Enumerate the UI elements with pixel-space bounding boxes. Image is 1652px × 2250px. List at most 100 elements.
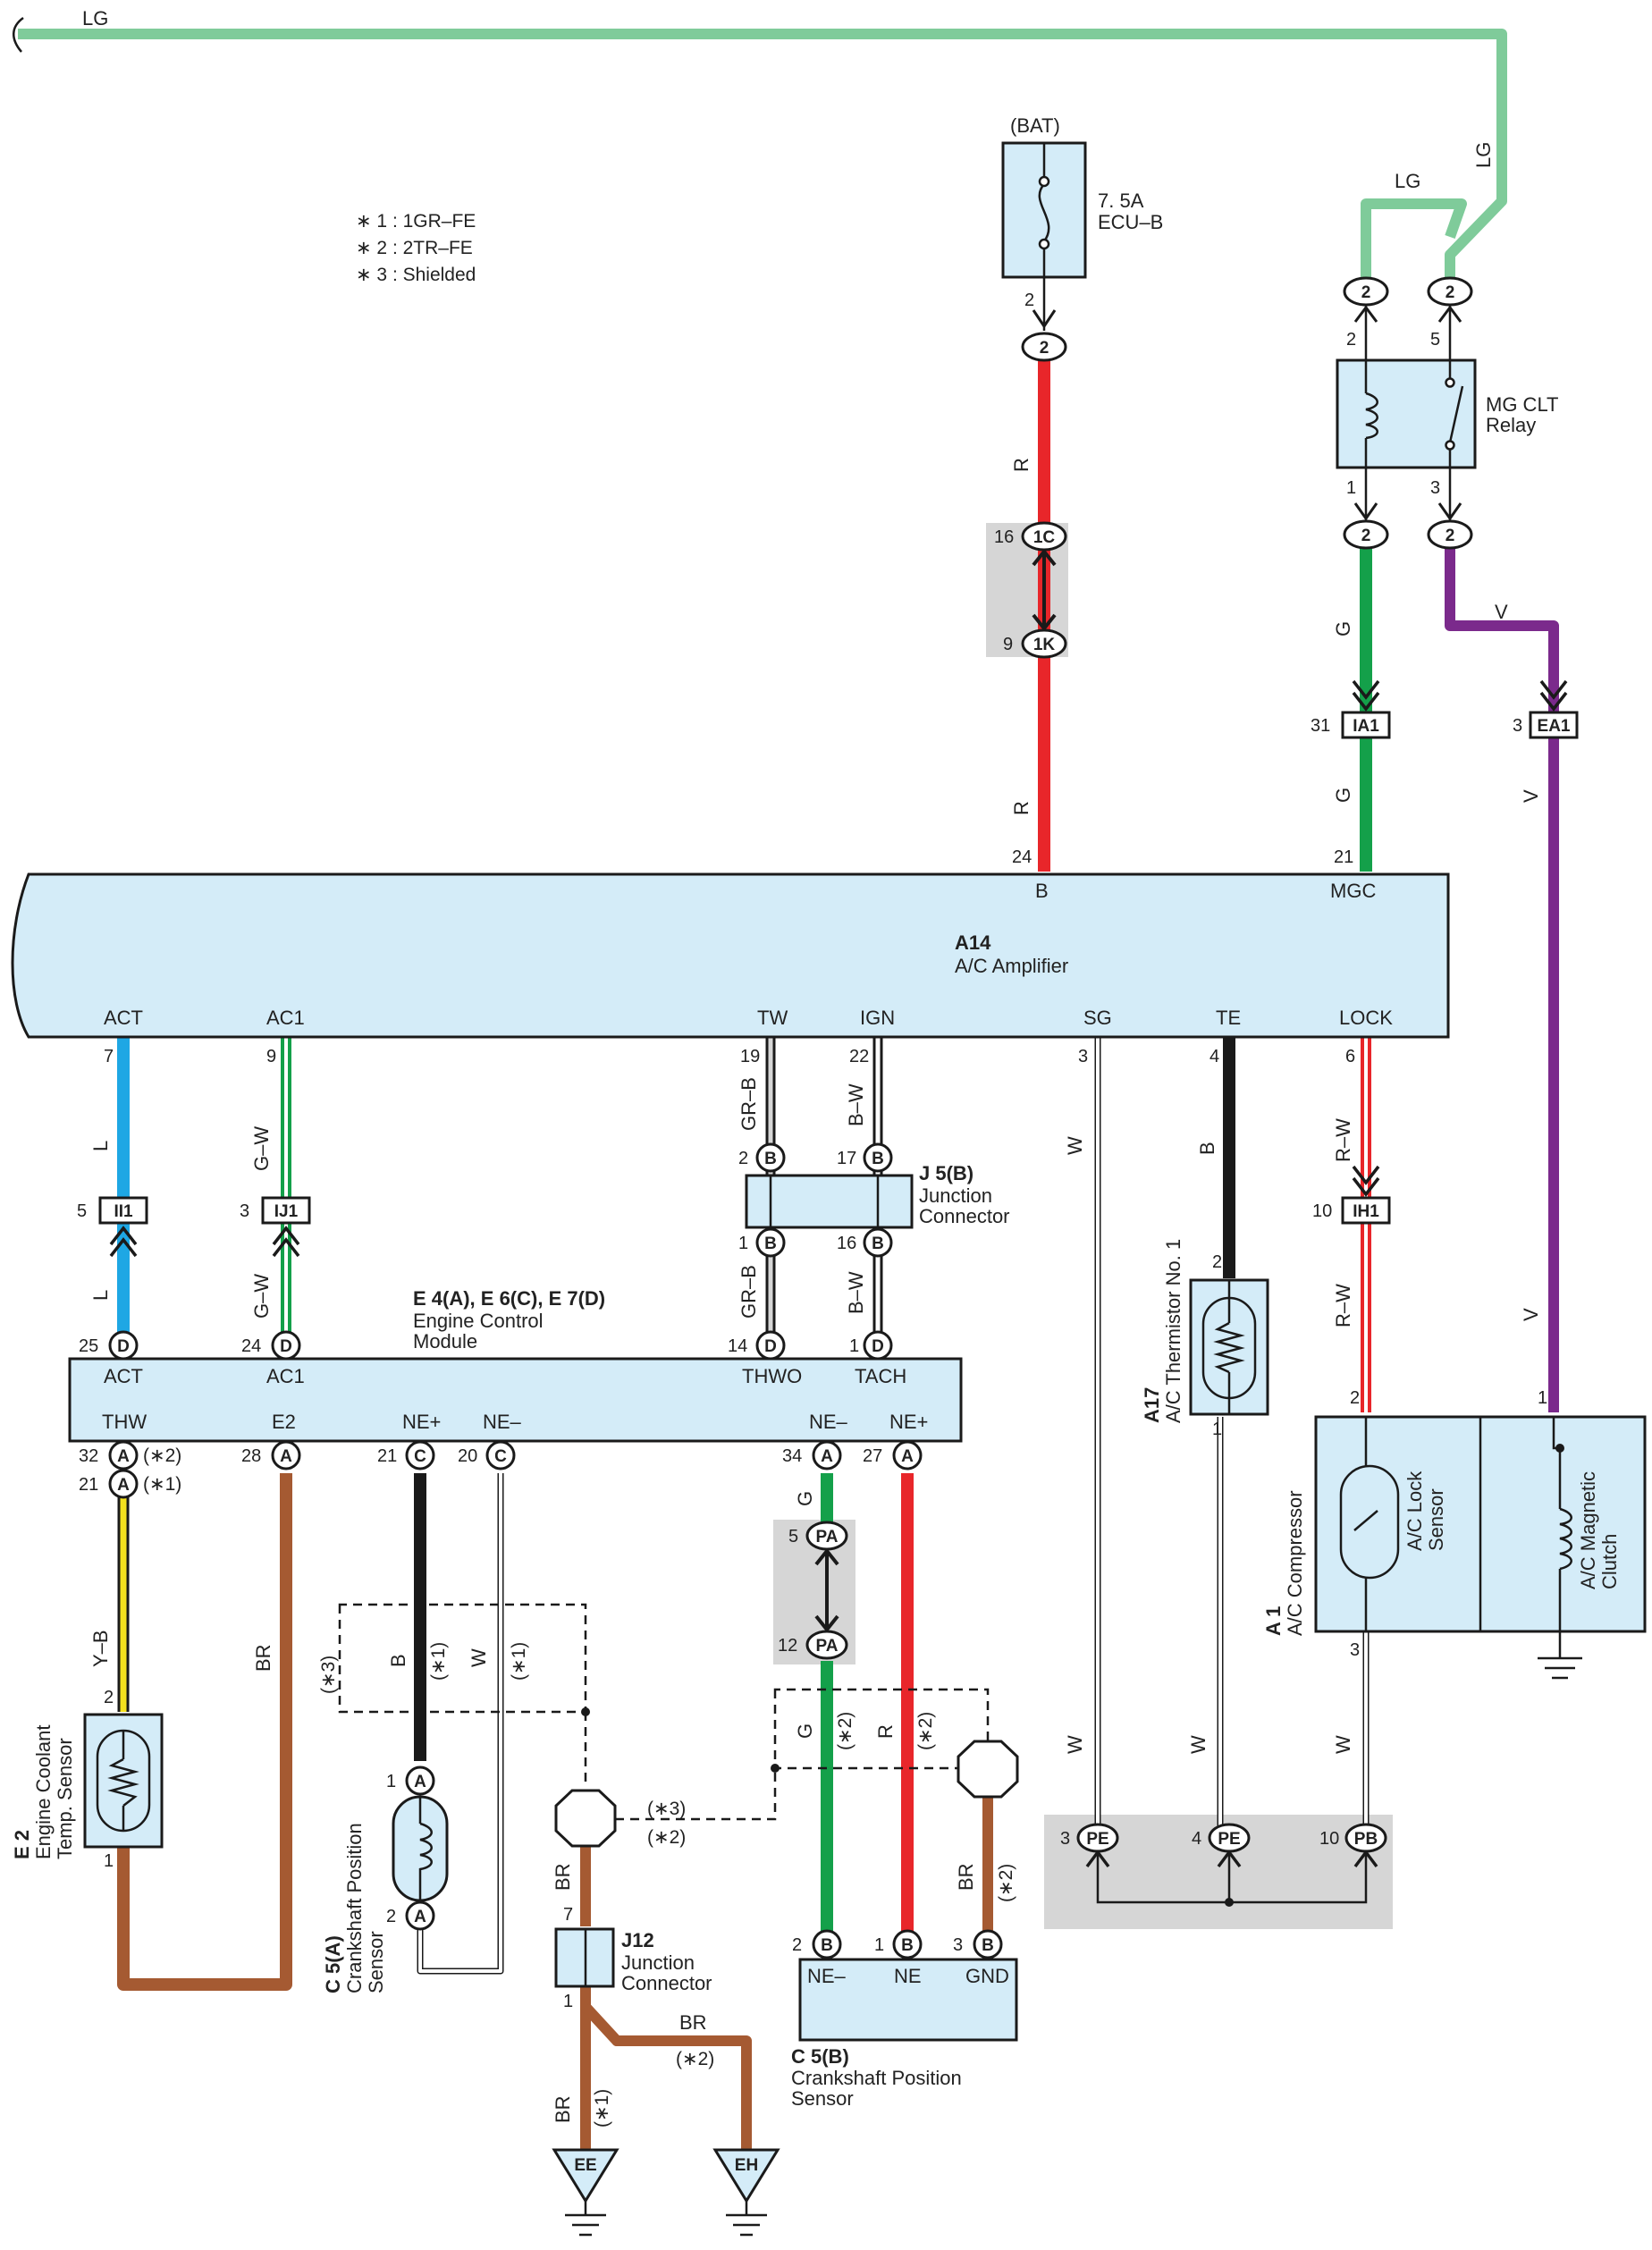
pin-1-comp: 1 <box>1538 1388 1547 1408</box>
pin-2-comp: 2 <box>1350 1388 1360 1408</box>
mark-thw-1: (∗1) <box>143 1474 181 1495</box>
shield-dot-left <box>581 1707 590 1716</box>
lbl-g-ckp: G <box>794 1723 816 1739</box>
ckp-a-id: C 5(A) <box>322 1935 344 1993</box>
ground-ee <box>552 2148 620 2204</box>
lbl-br-j12: BR <box>552 1863 574 1891</box>
coolant-name-2: Temp. Sensor <box>54 1738 76 1859</box>
wire-break-mark <box>13 16 24 53</box>
conn-pa-arrows <box>814 1547 839 1633</box>
shield-ground-left <box>554 1789 617 1848</box>
mark-ee-1: (∗1) <box>592 2089 612 2128</box>
pin-14-thwo: 14 <box>728 1336 747 1356</box>
ecm-pin-ac1: AC1 <box>266 1365 305 1387</box>
j12-name-1: Junction <box>621 1951 695 1974</box>
amp-name: A/C Amplifier <box>955 955 1068 977</box>
clutch-junction-dot <box>1555 1444 1564 1453</box>
shield-box-left <box>338 1603 587 1714</box>
pin-17-j5: 17 <box>837 1149 856 1168</box>
pin-3-comp: 3 <box>1350 1640 1360 1660</box>
pin-7-act: 7 <box>104 1047 114 1066</box>
pin-1-therm: 1 <box>1212 1420 1222 1439</box>
conn-pe-1-txt: PE <box>1086 1830 1108 1849</box>
lbl-gw-1: G–W <box>250 1126 273 1171</box>
fuse-arrow <box>1032 309 1057 329</box>
shield-link <box>615 1768 777 1821</box>
amp-pin-mgc: MGC <box>1330 880 1376 902</box>
lbl-br-ee: BR <box>552 2095 574 2123</box>
ckp-b-lbl-gnd: GND <box>965 1965 1009 1987</box>
fuse-term-bottom <box>1038 238 1050 250</box>
conn-ih1-txt: IH1 <box>1353 1202 1379 1221</box>
conn-ia1-txt: IA1 <box>1353 717 1379 736</box>
relay-arrows-bottom <box>1353 502 1462 521</box>
lbl-w-sg: W <box>1064 1136 1086 1155</box>
lbl-bw-1: B–W <box>845 1083 867 1126</box>
lbl-br-eh: BR <box>679 2011 707 2034</box>
lbl-v-3: V <box>1520 1308 1542 1321</box>
j5-b-bottom-right <box>863 1227 893 1258</box>
lbl-r-1: R <box>1010 458 1032 472</box>
relay-coil <box>1364 360 1378 468</box>
j5-b-bottom-left <box>755 1227 786 1258</box>
relay-name-1: MG CLT <box>1486 393 1558 416</box>
mark-link-3: (∗3) <box>647 1799 686 1819</box>
ecm-d-thwo-txt: D <box>764 1337 777 1356</box>
lbl-b-te: B <box>1196 1142 1218 1155</box>
amp-pin-tw: TW <box>757 1007 788 1029</box>
lbl-w-pb: W <box>1332 1735 1354 1754</box>
pin-25-act: 25 <box>79 1336 98 1356</box>
conn-ii1-arrows <box>109 1226 138 1258</box>
conn-pa-top-txt: PA <box>816 1528 839 1546</box>
relay-switch <box>1448 360 1464 468</box>
pin-2-ckp-a: 2 <box>386 1907 396 1926</box>
lbl-l-1: L <box>89 1141 112 1151</box>
mark-r-2: (∗2) <box>915 1712 936 1750</box>
pin-31-ia1: 31 <box>1311 716 1330 736</box>
mark-eh-2: (∗2) <box>676 2049 714 2069</box>
ecm-a-e2-txt: A <box>280 1447 292 1466</box>
conn-pe-2-txt: PE <box>1218 1830 1240 1849</box>
j5-b-top-right-txt: B <box>872 1150 884 1168</box>
note-1: ∗ 1 : 1GR–FE <box>356 211 476 232</box>
ac-amplifier-a14 <box>11 872 1450 1039</box>
conn-ia1-arrows <box>1352 679 1380 712</box>
lock-sensor-leads <box>1353 1417 1378 1631</box>
pin-1-tach: 1 <box>849 1336 859 1356</box>
pin-21-thw: 21 <box>79 1475 98 1495</box>
ckp-a-name-2: Sensor <box>365 1931 387 1993</box>
crankshaft-position-sensor-b <box>798 1958 1018 2042</box>
thermistor-resistor <box>1213 1280 1245 1414</box>
ckp-b-lbl-nem: NE– <box>807 1965 847 1987</box>
lbl-br-shield-b: BR <box>955 1863 977 1891</box>
j5-id: J 5(B) <box>919 1162 974 1184</box>
ckp-a-pin-a-top <box>405 1765 435 1796</box>
ckp-a-coil <box>418 1797 433 1900</box>
pin-1-ckp-b: 1 <box>874 1935 884 1955</box>
pin-27-nep: 27 <box>863 1446 882 1466</box>
ecm-name-2: Module <box>413 1330 477 1353</box>
amp-id: A14 <box>955 931 991 954</box>
pin-3-ij1: 3 <box>240 1201 249 1221</box>
ground-ee-txt: EE <box>574 2156 596 2175</box>
ecm-a-nep <box>892 1440 923 1471</box>
mark-g-2: (∗2) <box>835 1712 856 1750</box>
fuse-element <box>1038 143 1050 277</box>
pin-1-ckp-a: 1 <box>386 1772 396 1791</box>
conn-ia1 <box>1341 711 1391 739</box>
pin-10-pb: 10 <box>1319 1829 1339 1849</box>
pin-2-therm: 2 <box>1212 1252 1222 1272</box>
comp-lock-1: A/C Lock <box>1403 1471 1426 1551</box>
ckp-b-pin-ne-txt: B <box>901 1936 914 1955</box>
coolant-id: E 2 <box>11 1830 33 1859</box>
conn-1c-txt: 1C <box>1033 528 1056 547</box>
ckp-a-pin-a-bottom <box>405 1900 435 1931</box>
pin-5-ii1: 5 <box>77 1201 87 1221</box>
ecm-a-nep-txt: A <box>901 1447 914 1466</box>
relay-conn-bottom-left <box>1343 519 1389 550</box>
ecm-a-thw-2 <box>108 1440 139 1471</box>
comp-id: A 1 <box>1262 1606 1285 1636</box>
pin-24-b: 24 <box>1012 847 1032 867</box>
pin-10-ih1: 10 <box>1312 1201 1332 1221</box>
j12-name-2: Connector <box>621 1972 712 1994</box>
